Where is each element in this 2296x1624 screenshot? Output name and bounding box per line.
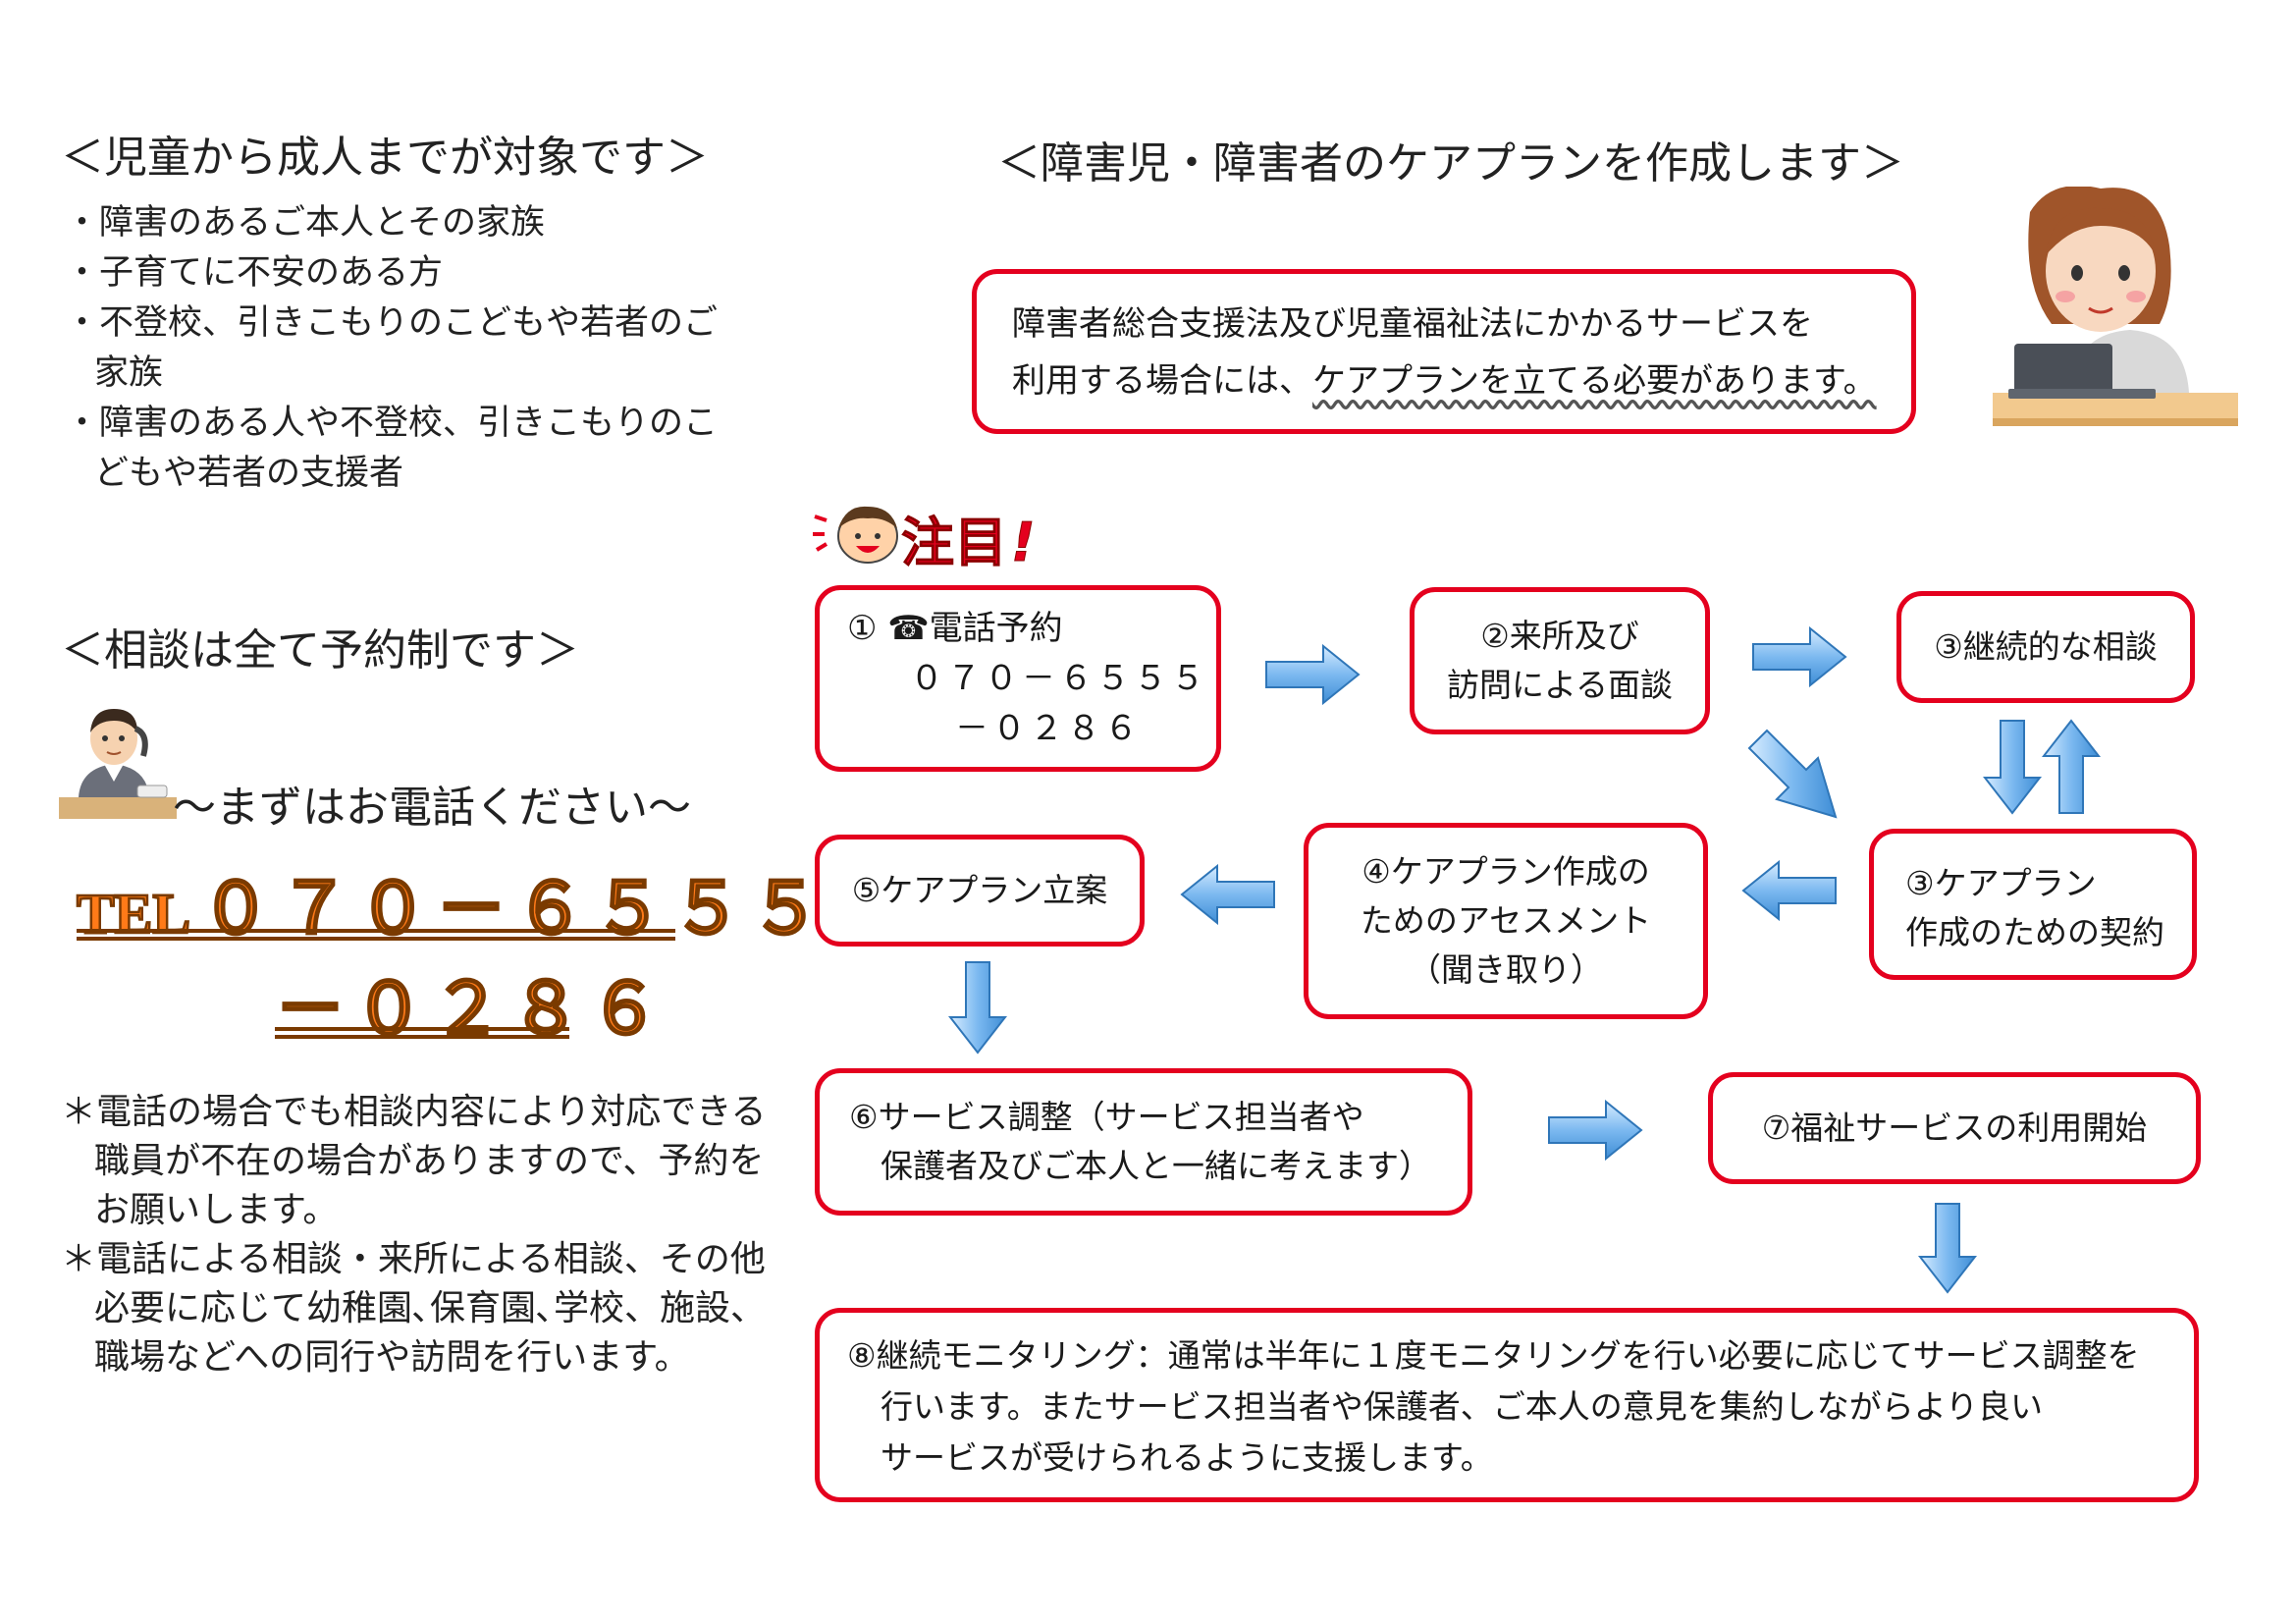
step7-box: ⑦福祉サービスの利用開始: [1708, 1072, 2201, 1184]
arrow-down-icon: [948, 961, 1007, 1055]
list-item: ・不登校、引きこもりのこどもや若者のご家族: [65, 303, 719, 393]
target-list: ・障害のあるご本人とその家族 ・子育てに不安のある方 ・不登校、引きこもりのこど…: [65, 198, 732, 499]
arrow-right-icon: [1752, 626, 1847, 687]
attention-label: 注目!: [901, 512, 1037, 574]
step8-box: ⑧継続モニタリング：通常は半年に１度モニタリングを行い必要に応じてサービス調整を…: [815, 1308, 2199, 1502]
step1-box: ① ☎電話予約 ０７０－６５５５ －０２８６: [815, 585, 1221, 772]
step8-line-2: 行います。またサービス担当者や保護者、ご本人の意見を集約しながらより良い: [881, 1387, 2044, 1426]
target-heading: ＜児童から成人までが対象です＞: [61, 133, 709, 183]
step7-text: ⑦福祉サービスの利用開始: [1761, 1109, 2148, 1147]
tel-underline-4: [275, 1035, 569, 1039]
step3-text: ③継続的な相談: [1934, 627, 2158, 666]
step8-line-1: ⑧継続モニタリング：通常は半年に１度モニタリングを行い必要に応じてサービス調整を: [847, 1336, 2140, 1375]
step5-text: ⑤ケアプラン立案: [851, 871, 1108, 909]
step3b-box: ③ケアプラン 作成のための契約: [1869, 829, 2197, 980]
notes: ＊電話の場合でも相談内容により対応できる職員が不在の場合がありますので、予約をお…: [61, 1088, 787, 1382]
step4-line-2: ためのアセスメント: [1360, 901, 1652, 940]
arrow-up-icon: [2042, 719, 2101, 814]
arrow-down-icon: [1983, 720, 2042, 815]
step6-line-2: 保護者及びご本人と一緒に考えます）: [881, 1147, 1431, 1185]
step3b-line-1: ③ケアプラン: [1905, 864, 2097, 902]
arrow-down-icon: [1918, 1203, 1977, 1294]
intro-box: 障害者総合支援法及び児童福祉法にかかるサービスを 利用する場合には、ケアプランを…: [972, 269, 1916, 434]
intro-line-2: 利用する場合には、ケアプランを立てる必要があります。: [1012, 361, 1877, 401]
arrow-left-icon: [1741, 860, 1837, 921]
list-item: ・障害のある人や不登校、引きこもりのこどもや若者の支援者: [65, 404, 719, 493]
arrow-left-icon: [1180, 864, 1275, 925]
step1-title: ① ☎電話予約: [847, 609, 1063, 648]
man-on-phone-icon: [59, 709, 177, 819]
step2-box: ②来所及び 訪問による面談: [1410, 587, 1710, 734]
step5-box: ⑤ケアプラン立案: [815, 835, 1145, 947]
tel-underline-1: [77, 929, 675, 933]
smiling-face-icon: [813, 506, 898, 564]
step4-line-3: （聞き取り）: [1409, 950, 1603, 989]
intro-emphasis: ケアプランを立てる必要があります。: [1312, 361, 1877, 401]
step1-phone-1: ０７０－６５５５: [910, 659, 1208, 698]
tel-underline-3: [275, 1027, 569, 1031]
step6-line-1: ⑥サービス調整（サービス担当者や: [849, 1098, 1364, 1136]
woman-at-laptop-icon: [1993, 187, 2238, 426]
tel-underline-2: [77, 937, 675, 941]
step2-line-1: ②来所及び: [1480, 617, 1639, 655]
call-prompt: ～まずはお電話ください～: [173, 783, 691, 833]
step6-box: ⑥サービス調整（サービス担当者や 保護者及びご本人と一緒に考えます）: [815, 1068, 1472, 1216]
tel-prefix: TEL: [76, 881, 192, 947]
intro-line-1: 障害者総合支援法及び児童福祉法にかかるサービスを: [1012, 304, 1813, 344]
tel-number-main: ０７０－６５５５: [199, 866, 829, 951]
step4-line-1: ④ケアプラン作成の: [1362, 852, 1650, 891]
step4-box: ④ケアプラン作成の ためのアセスメント （聞き取り）: [1304, 823, 1708, 1019]
step8-line-3: サービスが受けられるように支援します。: [881, 1438, 1493, 1477]
step3b-line-2: 作成のための契約: [1905, 913, 2164, 951]
careplan-heading: ＜障害児・障害者のケアプランを作成します＞: [997, 138, 1904, 189]
step2-line-2: 訪問による面談: [1446, 666, 1673, 704]
step3-box: ③継続的な相談: [1896, 591, 2195, 703]
note-item: ＊電話による相談・来所による相談、その他必要に応じて幼稚園､保育園､学校、施設、…: [61, 1239, 767, 1378]
arrow-right-icon: [1265, 644, 1361, 705]
arrow-diagonal-icon: [1747, 729, 1838, 819]
note-item: ＊電話の場合でも相談内容により対応できる職員が不在の場合がありますので、予約をお…: [61, 1092, 767, 1230]
arrow-right-icon: [1548, 1100, 1643, 1161]
list-item: ・子育てに不安のある方: [65, 253, 444, 293]
list-item: ・障害のあるご本人とその家族: [65, 203, 545, 243]
step1-phone-2: －０２８６: [955, 709, 1142, 748]
reservation-heading: ＜相談は全て予約制です＞: [61, 625, 579, 676]
